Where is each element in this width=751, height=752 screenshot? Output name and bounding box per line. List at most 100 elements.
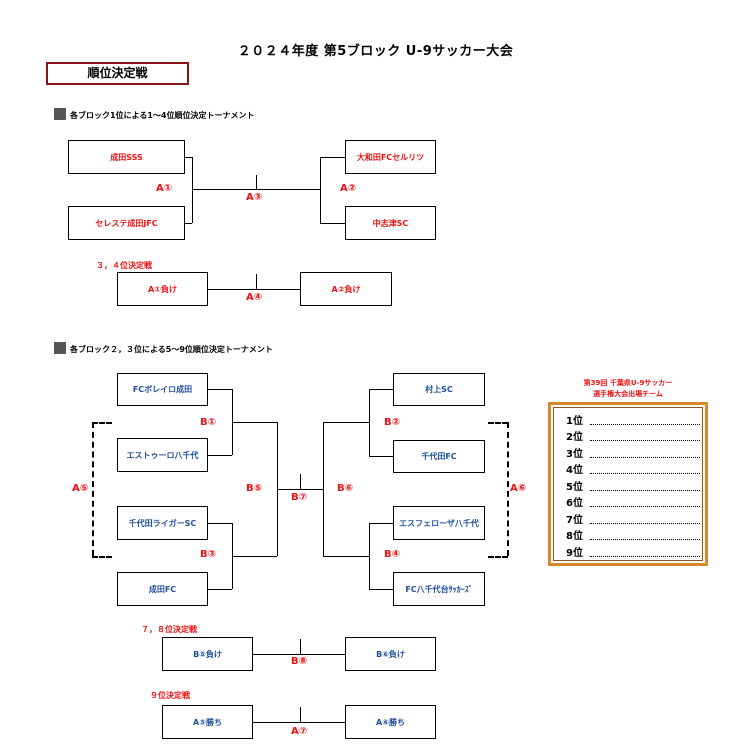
match-label: A③	[246, 192, 263, 203]
bracket-line	[369, 389, 370, 456]
bracket-line	[323, 556, 369, 557]
bracket-line	[232, 422, 277, 423]
section-a-header: 各ブロック1位による1～4位順位決定トーナメント	[70, 111, 255, 120]
match-label: A⑤	[72, 483, 89, 494]
phase-label: 順位決定戦	[46, 62, 189, 85]
match-label: B①	[200, 417, 217, 428]
dashed-line	[488, 556, 508, 558]
match-box: A⑥勝ち	[345, 705, 436, 739]
rank-line	[590, 424, 700, 425]
match-label: B⑧	[291, 656, 308, 667]
bracket-line	[369, 389, 393, 390]
bracket-line	[369, 456, 393, 457]
bracket-line	[208, 455, 232, 456]
match-box: B⑤負け	[162, 637, 253, 671]
rank-line	[590, 440, 700, 441]
bracket-line	[369, 523, 370, 589]
rank-label: 9位	[566, 548, 583, 559]
bracket-line	[323, 422, 369, 423]
dashed-line	[507, 422, 509, 556]
third-place-header: ３，４位決定戦	[96, 261, 152, 270]
dashed-line	[92, 556, 112, 558]
match-label: A⑥	[510, 483, 527, 494]
bracket-line	[208, 523, 232, 524]
bracket-line	[320, 157, 321, 223]
team-box: 大和田FCセルリツ	[345, 140, 436, 174]
team-box: エストゥーロ八千代	[117, 438, 208, 472]
bracket-line	[320, 223, 345, 224]
match-label: A④	[246, 292, 263, 303]
bracket-line	[369, 589, 393, 590]
match-label: A②	[340, 183, 357, 194]
section-b-header: 各ブロック２，３位による5～9位順位決定トーナメント	[70, 345, 273, 354]
rank-label: 2位	[566, 432, 583, 443]
bracket-line	[208, 389, 232, 390]
dashed-line	[92, 422, 112, 424]
rank-label: 6位	[566, 498, 583, 509]
bracket-line	[208, 589, 232, 590]
ranking-title: 第39回 千葉県U-9サッカー	[583, 379, 673, 387]
rank-label: 8位	[566, 531, 583, 542]
dashed-line	[488, 422, 508, 424]
team-box: セレステ成田JFC	[68, 206, 185, 240]
bracket-line	[192, 157, 193, 223]
match-label: B⑥	[337, 483, 354, 494]
bracket-line	[192, 189, 320, 190]
bracket-line	[300, 707, 301, 722]
rank-line	[590, 556, 700, 557]
match-label: B⑦	[291, 492, 308, 503]
rank-label: 5位	[566, 482, 583, 493]
bracket-line	[253, 654, 345, 655]
match-box: A①負け	[117, 272, 208, 306]
rank-line	[590, 490, 700, 491]
team-box: 成田SSS	[68, 140, 185, 174]
bracket-line	[300, 474, 301, 489]
bracket-line	[300, 639, 301, 654]
team-box: 中志津SC	[345, 206, 436, 240]
bracket-line	[208, 289, 300, 290]
rank-line	[590, 457, 700, 458]
rank-label: 1位	[566, 416, 583, 427]
dashed-line	[92, 422, 94, 556]
ranking-subtitle: 選手権大会出場チーム	[593, 390, 663, 398]
bracket-line	[256, 274, 257, 289]
match-label: B⑤	[246, 483, 263, 494]
bracket-line	[232, 556, 277, 557]
team-box: 村上SC	[393, 373, 485, 406]
rank-line	[590, 523, 700, 524]
match-box: A⑤勝ち	[162, 705, 253, 739]
page-title: ２０２４年度 第5ブロック U-9サッカー大会	[237, 44, 514, 59]
rank-line	[590, 539, 700, 540]
team-box: FCボレイロ成田	[117, 373, 208, 406]
rank-label: 4位	[566, 465, 583, 476]
rank-label: 3位	[566, 449, 583, 460]
match-label: B④	[384, 549, 401, 560]
match-label: B②	[384, 417, 401, 428]
team-box: エスフェローザ八千代	[393, 506, 485, 540]
seventh-place-header: ７，８位決定戦	[141, 625, 197, 634]
rank-label: 7位	[566, 515, 583, 526]
team-box: 成田FC	[117, 572, 208, 606]
match-box: A②負け	[300, 272, 392, 306]
team-box: 千代田ライガーSC	[117, 506, 208, 540]
match-label: A⑦	[291, 726, 308, 737]
rank-line	[590, 506, 700, 507]
bracket-line	[253, 722, 345, 723]
ranking-panel: 1位 2位 3位 4位 5位 6位 7位 8位 9位	[548, 402, 708, 566]
bracket-line	[185, 223, 192, 224]
team-box: 千代田FC	[393, 440, 485, 473]
bracket-line	[256, 175, 257, 189]
bracket-line	[323, 422, 324, 556]
section-marker	[54, 342, 66, 354]
bracket-line	[320, 157, 345, 158]
team-box: FC八千代台ｻｯｶｰｽﾞ	[393, 572, 485, 606]
section-marker	[54, 108, 66, 120]
match-label: A①	[156, 183, 173, 194]
bracket-line	[369, 523, 393, 524]
match-box: B⑥負け	[345, 637, 436, 671]
bracket-line	[185, 157, 192, 158]
rank-line	[590, 473, 700, 474]
bracket-line	[277, 489, 323, 490]
match-label: B③	[200, 549, 217, 560]
ninth-place-header: ９位決定戦	[150, 691, 190, 700]
